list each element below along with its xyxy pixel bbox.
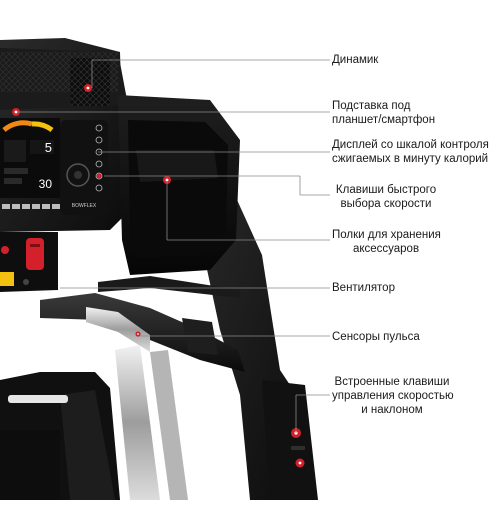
- brand-logo: BOWFLEX: [72, 203, 97, 209]
- handlebar: [40, 293, 245, 372]
- stop-key-icon[interactable]: [1, 246, 9, 254]
- callout-display: Дисплей со шкалой контроля сжигаемых в м…: [332, 139, 489, 165]
- display-main-value: 5: [45, 140, 52, 155]
- treadmill-base: [0, 345, 188, 500]
- quick-key-icon[interactable]: [95, 136, 103, 144]
- callout-pulse: Сенсоры пульса: [332, 331, 420, 343]
- fan-vent: [98, 276, 240, 298]
- quick-key-icon[interactable]: [95, 124, 103, 132]
- console: 5 30: [0, 38, 128, 292]
- quick-key-icon[interactable]: [95, 172, 103, 180]
- accessory-tray: [118, 95, 240, 275]
- pulse-sensor-icon[interactable]: [86, 307, 150, 352]
- callout-tablet-holder: Подставка под планшет/смартфон: [332, 100, 436, 126]
- display-secondary-value: 30: [39, 177, 53, 191]
- speaker-icon: [70, 58, 110, 106]
- yellow-key[interactable]: [0, 272, 14, 286]
- display-panel: 5 30: [0, 118, 60, 209]
- lower-console: [0, 232, 58, 292]
- callout-speaker: Динамик: [332, 54, 379, 66]
- callout-speed-keys: Клавиши быстрого выбора скорости: [335, 184, 437, 210]
- control-pad: BOWFLEX: [60, 120, 108, 215]
- callout-lines: [18, 59, 330, 433]
- red-safety-key[interactable]: [26, 238, 44, 270]
- callout-storage: Полки для хранения аксессуаров: [332, 229, 441, 255]
- quick-key-icon[interactable]: [95, 160, 103, 168]
- quick-key-icon[interactable]: [95, 184, 103, 192]
- callout-built-in-keys: Встроенные клавиши управления скоростью …: [332, 376, 454, 416]
- nav-dial-icon[interactable]: [66, 163, 90, 187]
- callout-fan: Вентилятор: [332, 282, 395, 294]
